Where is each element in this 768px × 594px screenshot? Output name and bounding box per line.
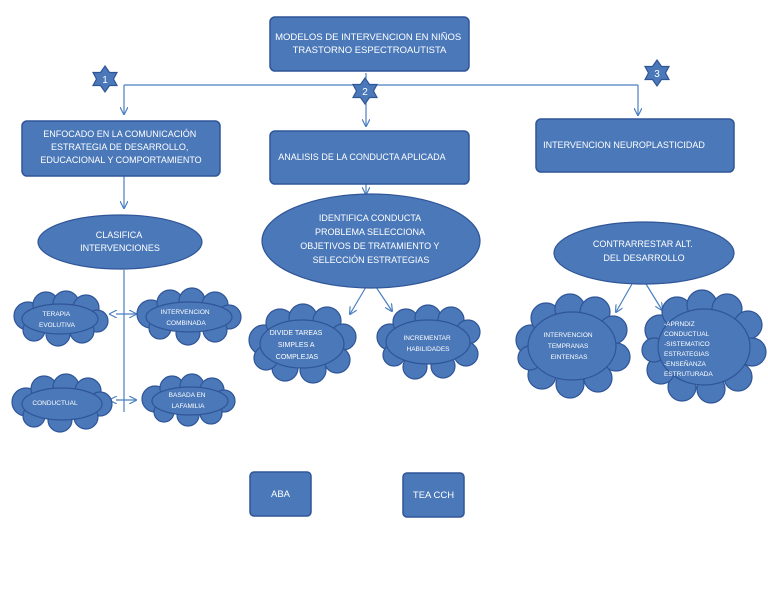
cloud-intervencion-combinada: INTERVENCION COMBINADA [136,287,242,346]
branch1-oval: CLASIFICA INTERVENCIONES [37,214,203,270]
title-box: MODELOS DE INTERVENCION EN NIÑOS TRASTOR… [269,16,470,72]
tea-cch-text: TEA CCH [413,490,454,501]
branch1-heading-box: ENFOCADO EN LA COMUNICACIÓN ESTRATEGIA D… [21,120,221,177]
tea-cch-box: TEA CCH [402,472,465,518]
cloud-conductual: CONDUCTUAL [11,373,113,433]
badge-2: 2 [351,76,379,106]
badge-1-number: 1 [102,75,108,86]
branch2-heading-box: ANALISIS DE LA CONDUCTA APLICADA [269,130,470,185]
aba-box: ABA [249,471,312,517]
cloud-terapia-text: TERAPIA EVOLUTIVA [39,311,76,329]
cloud-conductual-text: CONDUCTUAL [32,400,78,407]
cloud-incrementar-text: INCREMENTAR HABILIDADES [404,335,453,353]
cloud-aprendizaje-conductual: -APRNDIZ CONDUCTUAL -SISTEMATICO ESTRATE… [641,289,767,404]
connector-to-divide [350,286,367,314]
cloud-basada-en-la-familia: BASADA EN LAFAMILIA [141,373,236,427]
badge-3-number: 3 [654,69,660,80]
cloud-tempranas-text: INTERVENCION TEMPRANAS EINTENSAS [544,332,595,361]
cloud-divide-tareas: DIVIDE TAREAS SIMPLES A COMPLEJAS [248,303,357,384]
branch3-heading-box: INTERVENCION NEUROPLASTICIDAD [535,118,735,173]
branch2-oval: IDENTIFICA CONDUCTA PROBLEMA SELECCIONA … [261,193,481,289]
branch3-oval-text: CONTRARRESTAR ALT. DEL DESARROLLO [593,239,695,263]
cloud-aprendiz-text: -APRNDIZ CONDUCTUAL -SISTEMATICO ESTRATE… [664,321,713,378]
branch3-oval: CONTRARRESTAR ALT. DEL DESARROLLO [553,221,735,285]
cloud-combinada-text: INTERVENCION COMBINADA [161,309,212,327]
branch2-oval-text: IDENTIFICA CONDUCTA PROBLEMA SELECCIONA … [300,213,442,265]
branch1-oval-text: CLASIFICA INTERVENCIONES [80,230,160,253]
title-text: MODELOS DE INTERVENCION EN NIÑOS TRASTOR… [275,32,464,56]
cloud-incrementar-habilidades: INCREMENTAR HABILIDADES [376,304,481,380]
connector-to-aprendiz [645,283,662,310]
cloud-terapia-evolutiva: TERAPIA EVOLUTIVA [13,290,109,347]
badge-1: 1 [91,64,119,94]
branch1-heading-text: ENFOCADO EN LA COMUNICACIÓN ESTRATEGIA D… [40,129,201,165]
connector-to-incrementar [375,286,392,311]
aba-text: ABA [271,489,291,500]
badge-2-number: 2 [362,87,368,98]
branch3-heading-text: INTERVENCION NEUROPLASTICIDAD [543,140,705,150]
branch2-heading-text: ANALISIS DE LA CONDUCTA APLICADA [278,152,445,162]
connectors [116,73,662,412]
cloud-divide-text: DIVIDE TAREAS SIMPLES A COMPLEJAS [270,330,325,361]
connector-to-tempranas [616,283,633,312]
badge-3: 3 [643,58,671,88]
cloud-familia-text: BASADA EN LAFAMILIA [169,392,208,410]
cloud-intervencion-tempranas: INTERVENCION TEMPRANAS EINTENSAS [515,293,631,399]
